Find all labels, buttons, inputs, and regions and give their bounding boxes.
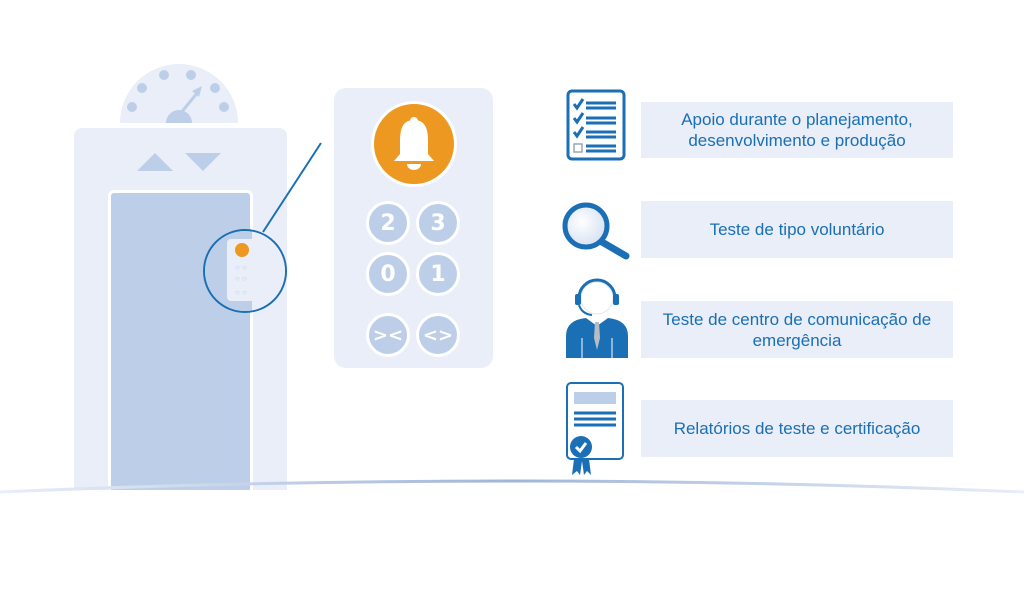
floor-button-1[interactable]: 1 <box>416 252 460 296</box>
service-label-emergency: Teste de centro de comunicação de emergê… <box>641 301 953 358</box>
service-item-planning <box>566 89 626 166</box>
headset-operator-icon <box>566 278 628 358</box>
door-close-button[interactable]: >< <box>366 313 410 357</box>
service-label-planning: Apoio durante o planejamento, desenvolvi… <box>641 102 953 158</box>
arrow-up-icon <box>137 153 173 171</box>
service-label-type-test: Teste de tipo voluntário <box>641 201 953 258</box>
floor-gauge <box>120 64 238 123</box>
floor-button-2[interactable]: 2 <box>366 201 410 245</box>
door-open-icon: <> <box>422 324 454 346</box>
bell-icon <box>394 117 434 170</box>
arrow-down-icon <box>185 153 221 171</box>
alarm-button[interactable] <box>371 101 457 187</box>
service-item-certification <box>565 381 627 482</box>
service-item-type-test <box>560 200 634 267</box>
magnifier-icon <box>562 202 630 260</box>
ground-line <box>0 479 1024 494</box>
mini-keypad: ○○ ○○ ○○ <box>227 239 257 301</box>
service-item-emergency <box>562 278 632 365</box>
certificate-icon <box>566 382 624 475</box>
zoom-circle: ○○ ○○ ○○ <box>203 229 287 313</box>
checklist-icon <box>566 89 626 161</box>
door-close-icon: >< <box>372 324 404 346</box>
door-open-button[interactable]: <> <box>416 313 460 357</box>
gauge-icon <box>127 70 229 123</box>
floor-button-3[interactable]: 3 <box>416 201 460 245</box>
service-label-certification: Relatórios de teste e certificação <box>641 400 953 457</box>
floor-button-0[interactable]: 0 <box>366 252 410 296</box>
mini-bell-icon <box>235 243 249 257</box>
callout-line <box>262 142 322 233</box>
